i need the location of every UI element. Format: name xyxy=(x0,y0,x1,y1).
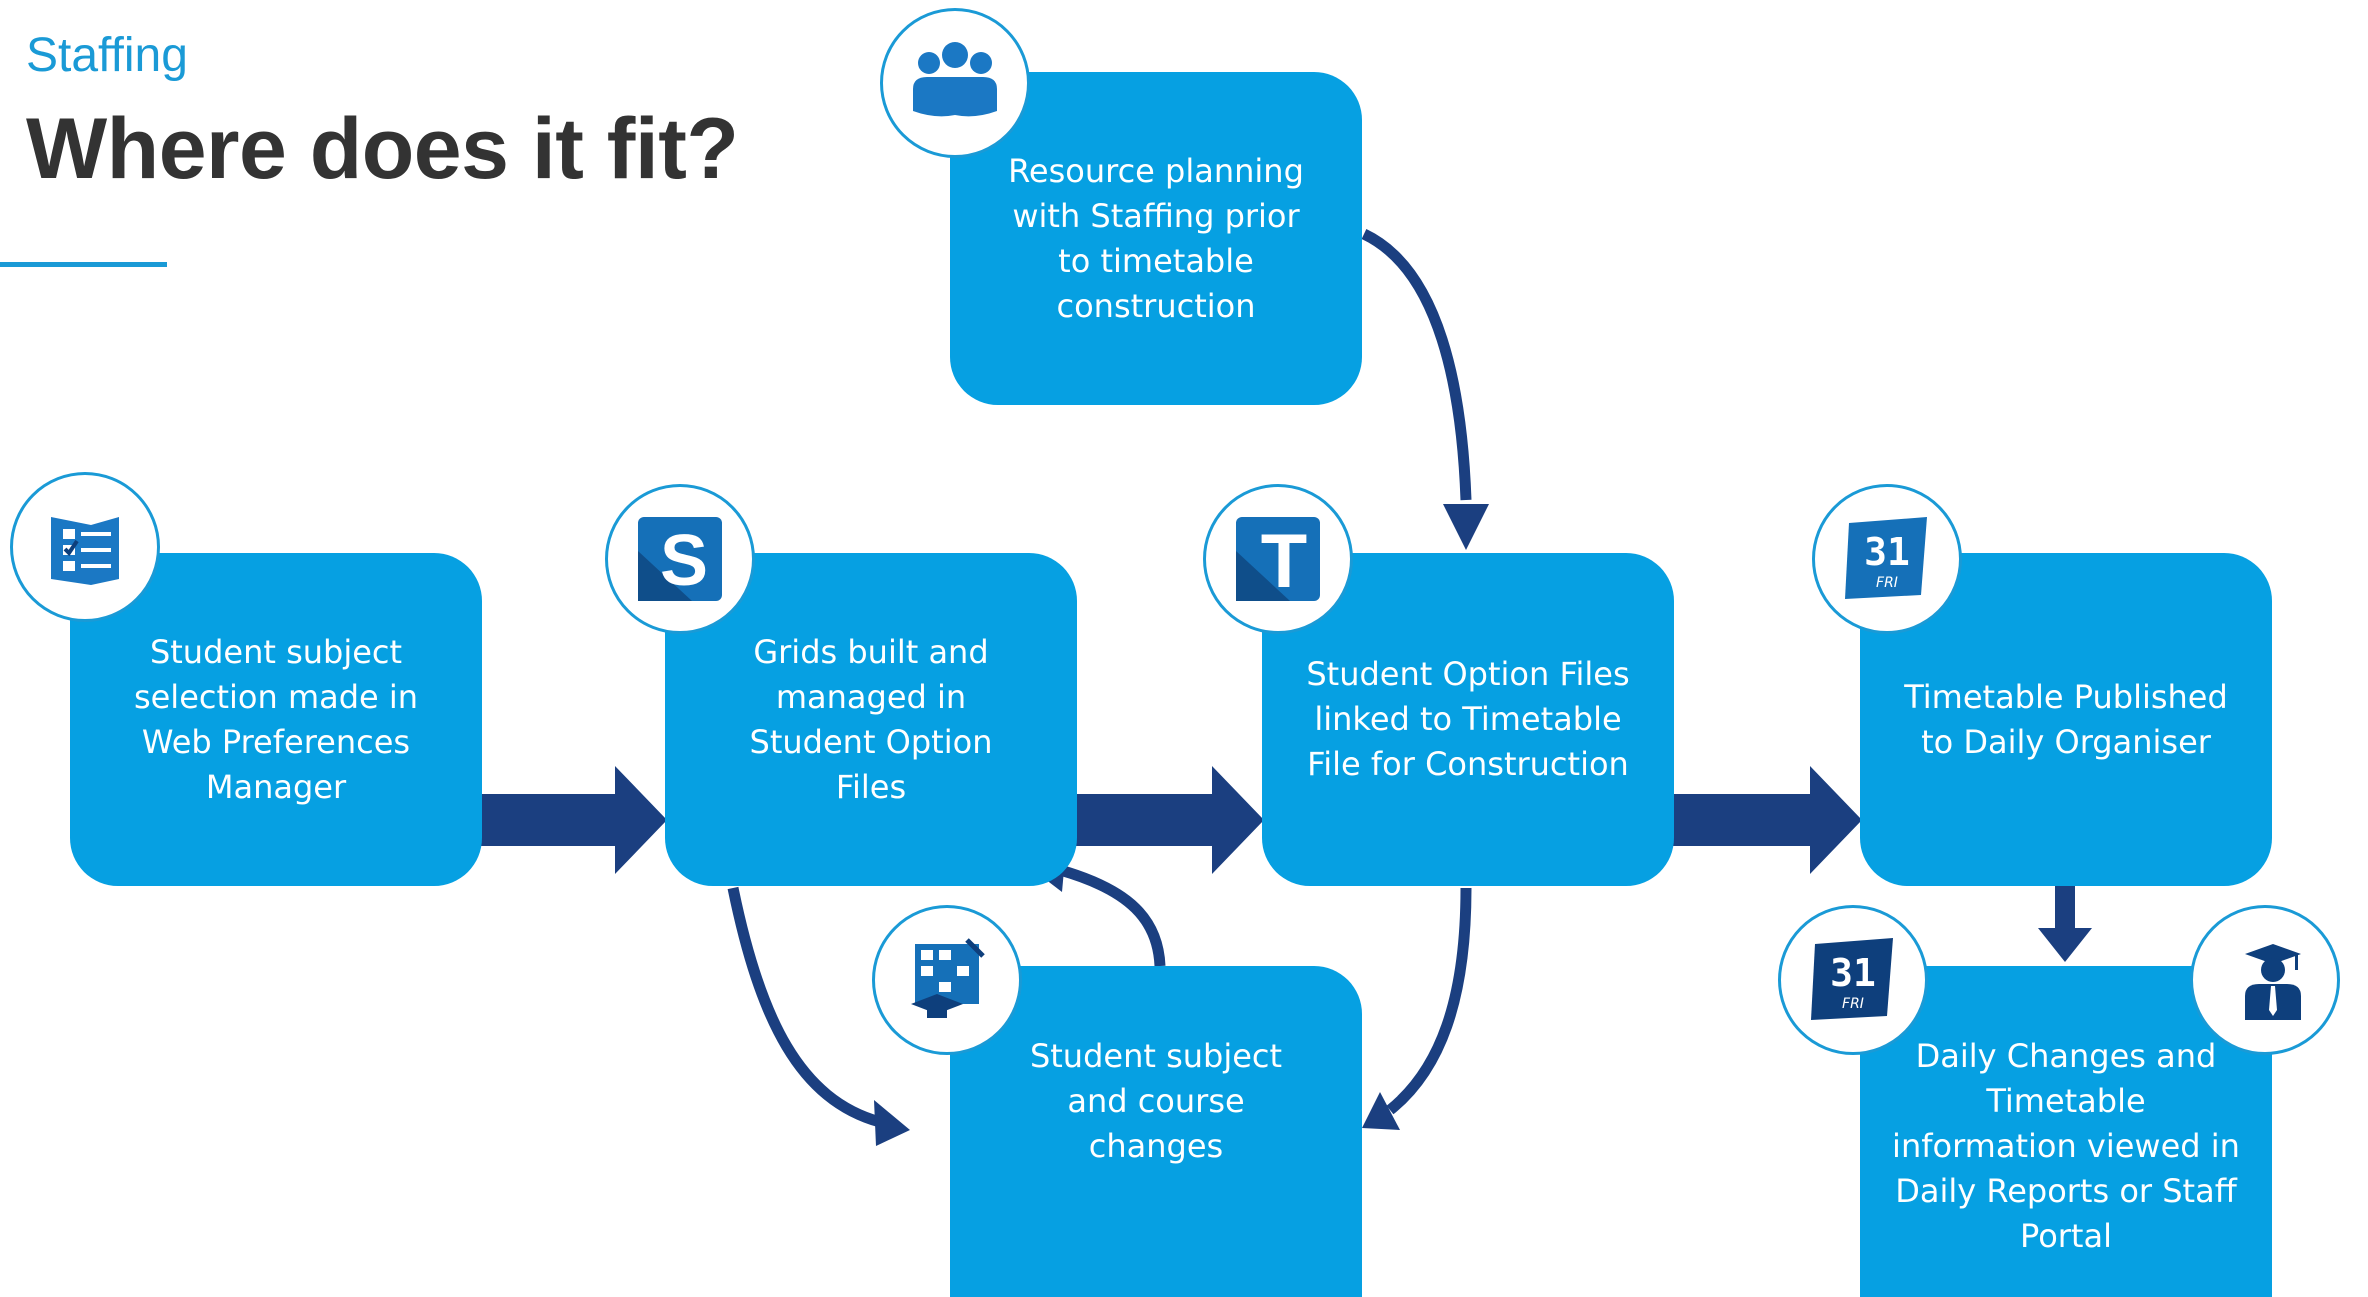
box-web-preferences-text: Student subject selection made in Web Pr… xyxy=(133,632,419,806)
box-resource-planning: Resource planning with Staffing prior to… xyxy=(950,72,1362,405)
s-app-icon: S xyxy=(605,484,755,634)
arrow-subjectchanges-to-grids xyxy=(1058,864,1166,967)
arrowhead-subjectchanges-right xyxy=(1362,1092,1400,1130)
calendar-31-fri-icon: 31 FRI xyxy=(1812,484,1962,634)
grid-graduation-cap-icon xyxy=(872,905,1022,1055)
arrowhead-subjectchanges-left xyxy=(874,1100,910,1146)
s-app-letter: S xyxy=(660,521,708,601)
title-divider xyxy=(0,262,167,267)
t-app-icon: T xyxy=(1203,484,1353,634)
box-subject-changes-text: Student subject and course changes xyxy=(1029,1037,1283,1165)
arrow-published-to-dailychanges xyxy=(2038,886,2092,962)
box-daily-changes-text: Daily Changes and Timetable information … xyxy=(1892,1037,2240,1255)
box-subject-changes: Student subject and course changes xyxy=(950,966,1362,1297)
section-label: Staffing xyxy=(26,29,188,82)
box-resource-planning-text: Resource planning with Staffing prior to… xyxy=(1008,151,1304,325)
t-app-letter: T xyxy=(1261,519,1307,604)
calendar-weekday: FRI xyxy=(1842,996,1864,1012)
page-title: Where does it fit? xyxy=(26,101,739,197)
box-option-files-linked-text: Student Option Files linked to Timetable… xyxy=(1306,655,1630,783)
calendar-day: 31 xyxy=(1864,530,1910,574)
staff-graduate-icon xyxy=(2190,905,2340,1055)
arrow-optionfiles-to-subjectchanges xyxy=(1386,887,1472,1115)
box-web-preferences: Student subject selection made in Web Pr… xyxy=(70,553,482,886)
checklist-form-icon xyxy=(10,472,160,622)
arrowhead-resource xyxy=(1443,504,1489,550)
arrow-grids-to-subjectchanges xyxy=(727,886,882,1128)
calendar-day: 31 xyxy=(1830,951,1876,995)
arrow-grids-to-optionfiles xyxy=(1046,766,1264,874)
calendar-weekday: FRI xyxy=(1876,575,1898,591)
arrow-optionfiles-to-published xyxy=(1646,766,1862,874)
box-timetable-published-text: Timetable Published to Daily Organiser xyxy=(1904,677,2228,761)
people-group-icon xyxy=(880,8,1030,158)
arrow-web-to-grids xyxy=(452,766,667,874)
box-option-files-linked: Student Option Files linked to Timetable… xyxy=(1262,553,1674,886)
box-grids-built-text: Grids built and managed in Student Optio… xyxy=(749,632,993,806)
calendar-31-fri-icon: 31 FRI xyxy=(1778,905,1928,1055)
arrow-resource-to-optionfiles xyxy=(1361,229,1472,501)
